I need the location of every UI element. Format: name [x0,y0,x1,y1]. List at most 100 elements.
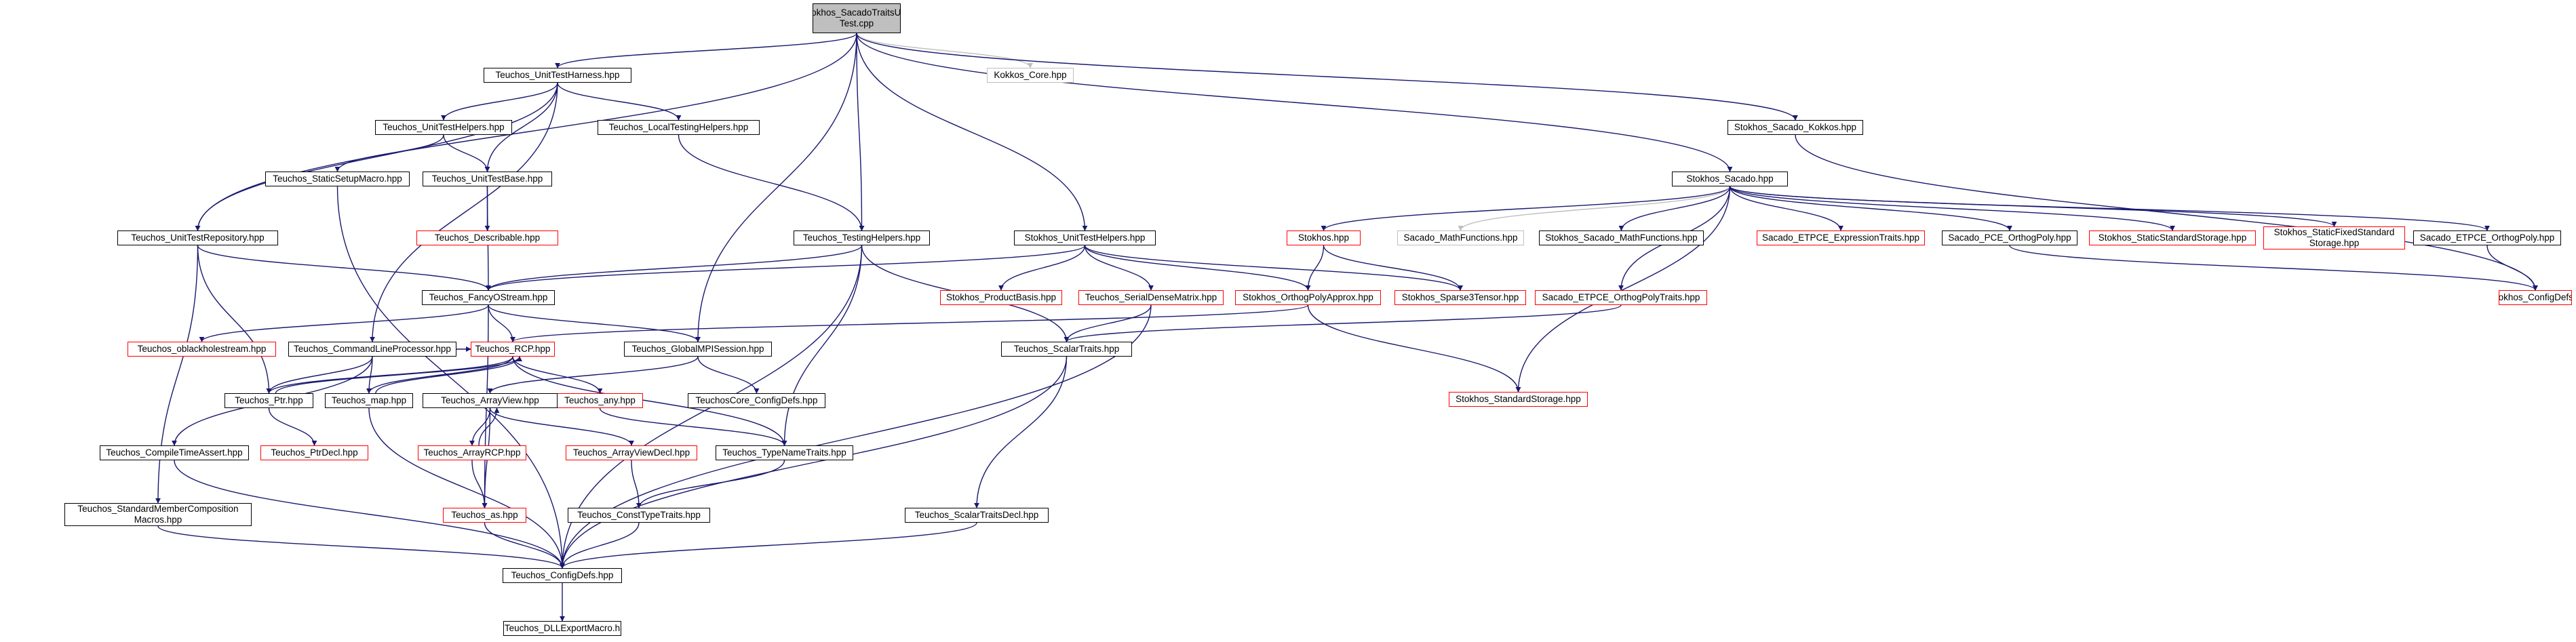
node-teuchos-ptr[interactable]: Teuchos_Ptr.hpp [225,393,313,408]
node-teuchos-typenametraits[interactable]: Teuchos_TypeNameTraits.hpp [716,445,853,460]
node-teuchos-scalartraits[interactable]: Teuchos_ScalarTraits.hpp [1001,342,1132,357]
node-sacado-etpce-expressiontraits[interactable]: Sacado_ETPCE_ExpressionTraits.hpp [1757,230,1925,245]
node-teuchos-unittestrepository[interactable]: Teuchos_UnitTestRepository.hpp [117,230,278,245]
node-teuchos-unittesthelpers[interactable]: Teuchos_UnitTestHelpers.hpp [375,120,512,135]
node-teuchos-globalmpisession[interactable]: Teuchos_GlobalMPISession.hpp [624,342,772,357]
edge-pceortho-to-configdefsh [2009,245,2538,291]
edge-uth-to-localtest [557,82,682,121]
node-teuchos-arrayviewdecl[interactable]: Teuchos_ArrayViewDecl.hpp [566,445,697,460]
edge-stuthelp-to-prodbasis [998,245,1086,291]
node-teuchos-map[interactable]: Teuchos_map.hpp [325,393,413,408]
edge-utrepo-to-stdmember [155,245,199,504]
node-teuchos-staticsetupmacro[interactable]: Teuchos_StaticSetupMacro.hpp [265,172,410,186]
edge-root-to-testhelp [856,33,865,231]
edge-stokhoshpp-to-sparse3 [1323,245,1463,291]
edge-fancy-to-oblack [199,304,489,342]
node-teuchoscore-configdefs[interactable]: TeuchosCore_ConfigDefs.hpp [688,393,825,408]
node-teuchos-describable[interactable]: Teuchos_Describable.hpp [416,230,558,245]
node-stokhos-sacado-mathfunctions[interactable]: Stokhos_Sacado_MathFunctions.hpp [1539,230,1704,245]
node-teuchos-configdefs[interactable]: Teuchos_ConfigDefs.hpp [503,568,622,583]
edge-stokhossacado-to-stdstorage [1515,186,1731,393]
node-stokhos-staticstandardstorage[interactable]: Stokhos_StaticStandardStorage.hpp [2089,230,2256,245]
edge-utrepo-to-ptr [197,245,272,394]
node-stokhos-sparse3tensor[interactable]: Stokhos_Sparse3Tensor.hpp [1394,290,1526,305]
node-stokhos-sacado-kokkos[interactable]: Stokhos_Sacado_Kokkos.hpp [1728,120,1863,135]
edge-etpceortho-to-configdefsh [2486,245,2538,291]
edge-uth-to-uthelpers [441,82,558,121]
node-sacado-etpce-orthogpoly[interactable]: Sacado_ETPCE_OrthogPoly.hpp [2413,230,2561,245]
node-teuchos-oblackholestream[interactable]: Teuchos_oblackholestream.hpp [128,342,276,357]
node-teuchos-arrayview[interactable]: Teuchos_ArrayView.hpp [423,393,558,408]
node-teuchos-rcp[interactable]: Teuchos_RCP.hpp [471,342,555,357]
node-stokhos-configdefs-h[interactable]: Stokhos_ConfigDefs.h [2499,290,2572,305]
edge-stdmember-to-configdefs [157,525,565,569]
edge-any-to-typename [599,407,787,446]
node-teuchos-compiletimeassert[interactable]: Teuchos_CompileTimeAssert.hpp [100,445,249,460]
edge-uth-to-utbase [484,82,558,172]
node-teuchos-unittestbase[interactable]: Teuchos_UnitTestBase.hpp [423,172,552,186]
edge-map-to-configdefs [368,407,565,569]
edge-serialdense-to-scalartraits [1063,304,1152,342]
edge-scalartraits-to-configdefs [560,356,1068,569]
node-teuchos-localtestinghelpers[interactable]: Teuchos_LocalTestingHelpers.hpp [598,120,760,135]
edge-stokhossacado-to-pceortho [1729,186,2012,231]
edge-arrayrcp-to-as [471,460,488,508]
node-sacado-etpce-orthogpolytraits[interactable]: Sacado_ETPCE_OrthogPolyTraits.hpp [1535,290,1707,305]
node-teuchos-standardmembercompositionmacros[interactable]: Teuchos_StandardMemberComposition Macros… [64,503,252,526]
edge-fancy-to-rcp [488,304,515,342]
edge-stokhossacado-to-sacmath [1458,186,1731,231]
edge-arrayview-to-arrayviewdecl [489,407,634,446]
edge-scalartraits-to-scalardecl [974,356,1068,508]
node-teuchos-any[interactable]: Teuchos_any.hpp [557,393,643,408]
edge-stokhossacado-to-etpceortho [1729,186,2490,231]
node-sacado-mathfunctions[interactable]: Sacado_MathFunctions.hpp [1397,230,1524,245]
node-teuchos-commandlineprocessor[interactable]: Teuchos_CommandLineProcessor.hpp [288,342,456,357]
node-stokhos-unittesthelpers[interactable]: Stokhos_UnitTestHelpers.hpp [1014,230,1156,245]
node-teuchos-as[interactable]: Teuchos_as.hpp [443,508,526,523]
edge-localtest-to-testhelp [678,134,865,231]
node-teuchos-ptrdecl[interactable]: Teuchos_PtrDecl.hpp [260,445,368,460]
edge-uth-to-utrepo [195,82,558,231]
node-teuchos-consttypetraits[interactable]: Teuchos_ConstTypeTraits.hpp [568,508,710,523]
node-stokhos-sacado[interactable]: Stokhos_Sacado.hpp [1672,172,1788,186]
edge-scalardecl-to-configdefs [560,522,977,569]
node-kokkos-core[interactable]: Kokkos_Core.hpp [987,68,1074,83]
edge-globalmpi-to-arrayview [487,356,699,394]
edge-rcp-to-map [366,356,513,394]
node-stokhos-orthogpolyapprox[interactable]: Stokhos_OrthogPolyApprox.hpp [1235,290,1381,305]
edge-stuthelp-to-serialdense [1084,245,1154,291]
node-teuchos-unittestharness[interactable]: Teuchos_UnitTestHarness.hpp [484,68,631,83]
node-teuchos-testinghelpers[interactable]: Teuchos_TestingHelpers.hpp [794,230,930,245]
edge-globalmpi-to-coreconfig [697,356,760,394]
edge-arrayview-to-arrayrcp [469,407,491,446]
node-teuchos-scalartraitsdecl[interactable]: Teuchos_ScalarTraitsDecl.hpp [905,508,1049,523]
edge-root-to-uth [555,33,857,68]
edge-root-to-kokkoscore [856,33,1033,68]
edge-root-to-stokhossacado [856,33,1733,172]
node-sacado-pce-orthogpoly[interactable]: Sacado_PCE_OrthogPoly.hpp [1942,230,2077,245]
edge-etpcetraits-to-scalartraits [1063,304,1622,342]
edge-ptr-to-rcp [275,356,522,394]
node-teuchos-arrayrcp[interactable]: Teuchos_ArrayRCP.hpp [418,445,526,460]
edge-arrayviewdecl-to-consttype [631,460,642,508]
edge-testhelp-to-typename [781,245,863,446]
edge-rcp-to-ptr [266,356,513,394]
edge-stokhossacado-to-staticstd [1729,186,2175,231]
edge-as-to-configdefs [484,522,565,569]
edge-stokhossacado-to-stokhoshpp [1321,186,1731,231]
node-stokhos-staticfixedstandardstorage[interactable]: Stokhos_StaticFixedStandard Storage.hpp [2263,226,2405,249]
node-stokhos-productbasis[interactable]: Stokhos_ProductBasis.hpp [940,290,1062,305]
node-teuchos-fancyostream[interactable]: Teuchos_FancyOStream.hpp [422,290,555,305]
node-teuchos-serialdensematrix[interactable]: Teuchos_SerialDenseMatrix.hpp [1078,290,1224,305]
node-teuchos-dllexportmacro[interactable]: Teuchos_DLLExportMacro.h [503,621,621,636]
edge-stuthelp-to-fancy [486,245,1086,291]
edge-root-to-stuthelp [856,33,1088,231]
edge-orthoapprox-to-rcp [510,304,1309,342]
node-stokhos-standardstorage[interactable]: Stokhos_StandardStorage.hpp [1449,392,1588,407]
edge-layer [155,33,2538,622]
edge-root-to-globalmpi [695,33,857,342]
node-root-file: Stokhos_SacadoTraitsUnit Test.cpp [813,3,901,33]
edge-compiletime-to-configdefs [174,460,565,569]
node-stokhos[interactable]: Stokhos.hpp [1287,230,1361,245]
edge-cmdline-to-ptr [266,356,373,394]
